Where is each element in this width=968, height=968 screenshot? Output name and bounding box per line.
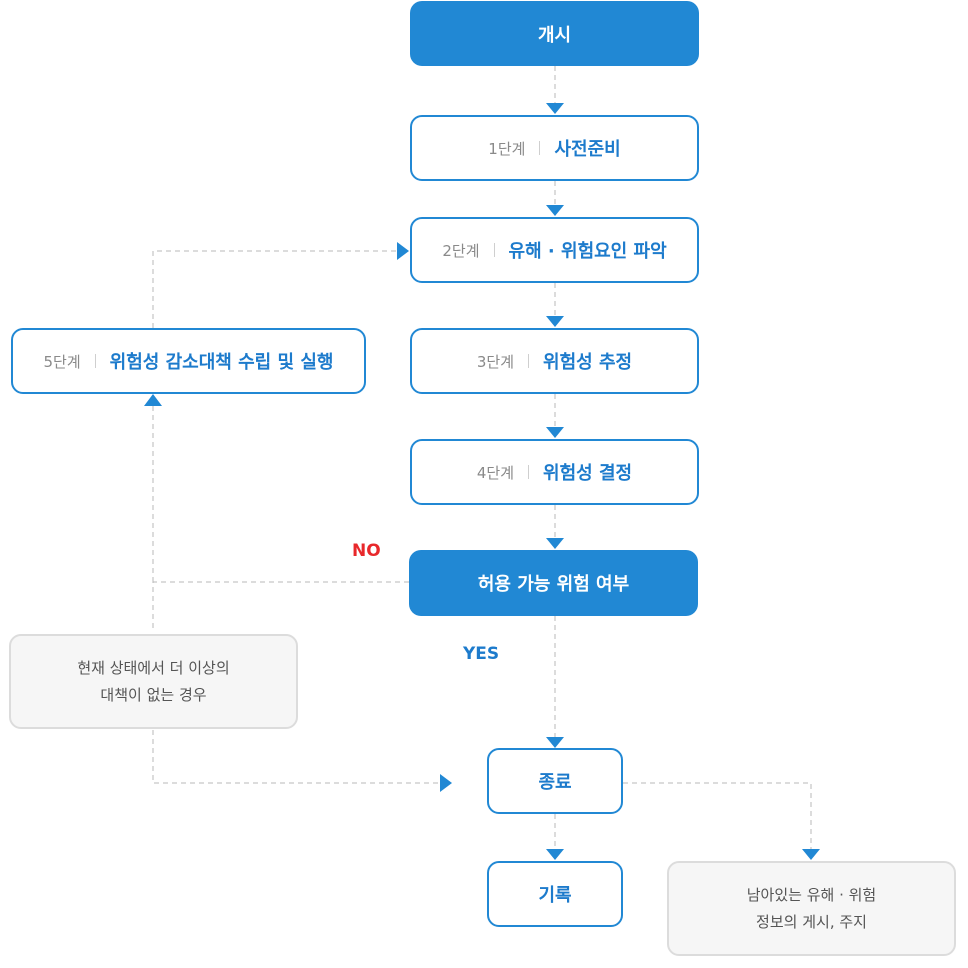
connector-step5-step2	[152, 250, 397, 328]
step-5-title: 위험성 감소대책 수립 및 실행	[109, 352, 334, 373]
arrowhead-end-left	[440, 774, 452, 792]
arrowhead-step3	[546, 316, 564, 327]
connector-note-end	[152, 730, 440, 784]
step-4-divider	[528, 465, 530, 479]
note-line-2: 대책이 없는 경우	[100, 685, 207, 704]
decision-node: 허용 가능 위험 여부	[409, 550, 698, 616]
residual-info-note: 남아있는 유해 · 위험 정보의 게시, 주지	[667, 861, 956, 956]
step-5-node: 5단계 위험성 감소대책 수립 및 실행	[11, 328, 366, 394]
step-5-number: 5단계	[43, 352, 81, 371]
start-label: 개시	[537, 24, 572, 46]
arrowhead-residual	[802, 849, 820, 860]
note-line-1: 현재 상태에서 더 이상의	[77, 658, 230, 677]
decision-label: 허용 가능 위험 여부	[477, 574, 630, 595]
arrowhead-step1	[546, 103, 564, 114]
arrowhead-step2	[546, 205, 564, 216]
step-2-divider	[493, 243, 495, 257]
record-node: 기록	[487, 861, 623, 927]
step-1-title: 사전준비	[554, 139, 621, 160]
step-3-title: 위험성 추정	[543, 352, 633, 373]
arrowhead-end	[546, 737, 564, 748]
step-4-node: 4단계 위험성 결정	[410, 439, 699, 505]
end-label: 종료	[538, 772, 572, 793]
start-node: 개시	[410, 1, 699, 66]
arrowhead-step4	[546, 427, 564, 438]
step-3-number: 3단계	[476, 352, 515, 371]
step-3-node: 3단계 위험성 추정	[410, 328, 699, 394]
step-4-number: 4단계	[476, 463, 515, 482]
step-2-title: 유해 · 위험요인 파악	[508, 241, 667, 262]
arrowhead-record	[546, 849, 564, 860]
no-label: NO	[352, 541, 381, 561]
step-1-node: 1단계 사전준비	[410, 115, 699, 181]
end-node: 종료	[487, 748, 623, 814]
step-3-divider	[528, 354, 530, 368]
step-5-divider	[94, 354, 96, 368]
residual-line-2: 정보의 게시, 주지	[756, 912, 867, 931]
step-1-number: 1단계	[488, 139, 526, 158]
record-label: 기록	[538, 885, 572, 906]
step-2-number: 2단계	[442, 241, 480, 260]
arrowhead-step2-left	[397, 242, 409, 260]
step-4-title: 위험성 결정	[543, 463, 633, 484]
arrowhead-decision	[546, 538, 564, 549]
arrowhead-step5	[144, 394, 162, 406]
connector-decision-no	[152, 581, 409, 632]
no-more-measures-note: 현재 상태에서 더 이상의 대책이 없는 경우	[9, 634, 298, 729]
residual-line-1: 남아있는 유해 · 위험	[746, 885, 877, 904]
step-1-divider	[539, 141, 541, 155]
connector-end-residual	[623, 782, 812, 849]
yes-label: YES	[463, 644, 500, 664]
step-2-node: 2단계 유해 · 위험요인 파악	[410, 217, 699, 283]
